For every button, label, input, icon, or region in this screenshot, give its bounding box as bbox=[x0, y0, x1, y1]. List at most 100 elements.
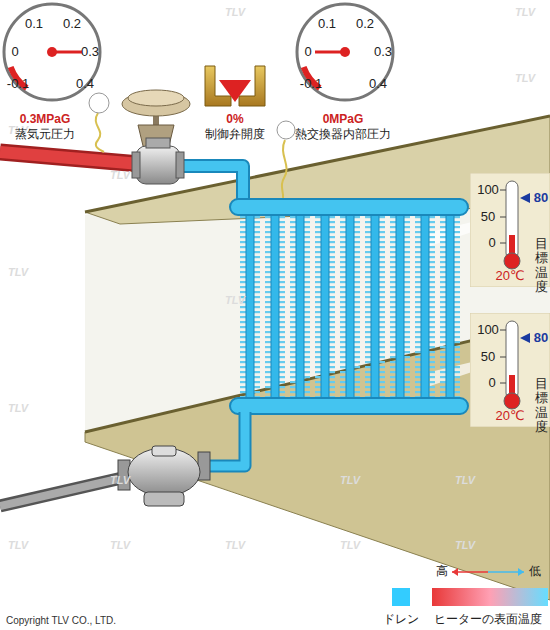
target-label: 目標温度 bbox=[535, 237, 548, 294]
steam-trap bbox=[144, 492, 184, 506]
control-valve bbox=[132, 152, 140, 178]
drain-pipe bbox=[205, 412, 245, 466]
legend-gradient bbox=[452, 568, 458, 576]
drain-pipe bbox=[0, 478, 122, 506]
thermometer bbox=[500, 243, 506, 244]
thermometer bbox=[520, 193, 530, 203]
pressure-readout: 0MPaG bbox=[323, 113, 364, 126]
gauge-face bbox=[340, 47, 350, 57]
watermark: TLV bbox=[8, 539, 28, 551]
thermometer-panel: 1008050目標温度020℃ bbox=[470, 173, 550, 287]
heater bbox=[240, 212, 460, 402]
temperature-value: 100 bbox=[477, 183, 499, 197]
thermometer bbox=[506, 181, 518, 259]
heater bbox=[421, 212, 429, 402]
heater bbox=[296, 212, 304, 402]
legend-gradient bbox=[432, 588, 548, 606]
heater bbox=[271, 212, 279, 402]
heater bbox=[230, 199, 468, 215]
dial-number: 0.1 bbox=[25, 17, 43, 31]
legend-label: ドレン bbox=[383, 613, 419, 626]
signal-balloon bbox=[277, 121, 295, 139]
inlet-pipe bbox=[178, 166, 243, 202]
dial-number: 0.4 bbox=[76, 77, 94, 91]
heater bbox=[246, 212, 254, 402]
signal-balloon bbox=[282, 140, 287, 198]
heater bbox=[396, 212, 404, 402]
signal-balloon bbox=[89, 93, 295, 198]
drain-pipe bbox=[0, 412, 245, 506]
thermometer bbox=[500, 190, 506, 191]
steam-pipe bbox=[0, 152, 140, 164]
drain-pipe bbox=[0, 478, 122, 506]
heater bbox=[371, 212, 379, 402]
heater bbox=[346, 212, 354, 402]
dial-number: 0.2 bbox=[63, 17, 81, 31]
thermometer bbox=[500, 330, 506, 331]
signal-balloon bbox=[89, 93, 109, 113]
temperature-value: 0 bbox=[488, 376, 495, 390]
gauge-face bbox=[4, 4, 100, 100]
steam-pipe bbox=[0, 152, 140, 164]
watermark: TLV bbox=[455, 474, 475, 486]
gauge-caption: 蒸気元圧力 bbox=[15, 128, 75, 141]
control-valve bbox=[136, 146, 180, 184]
inlet-pipe bbox=[178, 166, 243, 202]
dial-number: 0.4 bbox=[369, 77, 387, 91]
thermometer bbox=[504, 393, 520, 409]
signal-balloon bbox=[96, 113, 104, 152]
duct bbox=[85, 116, 550, 600]
thermometer bbox=[500, 357, 506, 358]
thermometer bbox=[500, 217, 506, 218]
heater bbox=[446, 212, 454, 402]
watermark: TLV bbox=[455, 539, 475, 551]
watermark: TLV bbox=[340, 474, 360, 486]
heater bbox=[230, 398, 468, 414]
steam-trap bbox=[152, 446, 176, 456]
dial-number: 0.2 bbox=[356, 17, 374, 31]
dial-number: 0 bbox=[11, 45, 18, 59]
watermark: TLV bbox=[110, 169, 130, 181]
copyright: Copyright TLV CO., LTD. bbox=[6, 615, 116, 626]
watermark: TLV bbox=[225, 294, 245, 306]
dial-number: 0.1 bbox=[318, 17, 336, 31]
heater bbox=[230, 199, 468, 414]
dial-number: -0.1 bbox=[7, 77, 29, 91]
control-valve bbox=[176, 152, 184, 178]
watermark: TLV bbox=[225, 6, 245, 18]
temperature-value: 0 bbox=[488, 236, 495, 250]
scale-end-label: 低 bbox=[529, 565, 541, 578]
pressure-gauge: 0.10.200.3-0.10.4 bbox=[295, 2, 395, 102]
steam-pipe bbox=[0, 152, 140, 164]
watermark: TLV bbox=[515, 72, 535, 84]
valve-opening-icon bbox=[219, 80, 251, 102]
temperature-value: 20℃ bbox=[495, 269, 524, 283]
watermark: TLV bbox=[340, 539, 360, 551]
dial-number: 0.3 bbox=[81, 45, 99, 59]
gauge-caption: 熱交換器内部圧力 bbox=[295, 128, 391, 141]
control-valve bbox=[122, 90, 190, 184]
valve-caption: 制御弁開度 bbox=[205, 128, 265, 141]
temperature-value: 50 bbox=[481, 210, 495, 224]
temperature-value: 80 bbox=[534, 331, 548, 345]
target-label: 目標温度 bbox=[535, 377, 548, 434]
thermometer bbox=[520, 333, 530, 343]
dial-number: 0.3 bbox=[374, 45, 392, 59]
watermark: TLV bbox=[8, 266, 28, 278]
thermometer-panel: 1008050目標温度020℃ bbox=[470, 313, 550, 427]
scale-end-label: 高 bbox=[436, 565, 448, 578]
pressure-readout: 0.3MPaG bbox=[20, 113, 71, 126]
valve-opening-icon bbox=[205, 66, 265, 106]
valve-opening-readout: 0% bbox=[226, 113, 243, 126]
gauge-face bbox=[47, 47, 57, 57]
temperature-value: 20℃ bbox=[495, 409, 524, 423]
dial-number: -0.1 bbox=[300, 77, 322, 91]
thermometer bbox=[506, 321, 518, 399]
watermark: TLV bbox=[515, 6, 535, 18]
steam-trap bbox=[118, 446, 210, 506]
gauge-face bbox=[297, 4, 393, 100]
legend-label: ヒーターの表面温度 bbox=[434, 613, 542, 626]
legend-swatch bbox=[392, 588, 410, 606]
heater bbox=[321, 212, 329, 402]
